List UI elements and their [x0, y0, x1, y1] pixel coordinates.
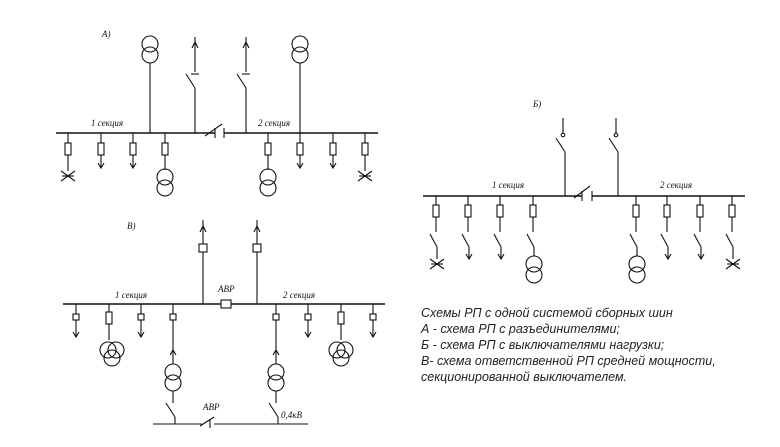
scheme-a-incoming-transformer-2 [291, 35, 309, 133]
scheme-v-feeder-transformer-2 [328, 304, 354, 367]
scheme-b-feeder-motor-2 [725, 196, 741, 270]
scheme-b: Б) 1 секция 2 секция [423, 99, 745, 284]
scheme-b-section-1-label: 1 секция [492, 180, 524, 190]
scheme-v-feeder-2 [137, 304, 145, 339]
scheme-a-feeder-motor-1 [60, 133, 76, 182]
scheme-b-section-2-label: 2 секция [660, 180, 692, 190]
scheme-a-feeder-transformer-2 [259, 133, 277, 197]
scheme-a-incoming-line-2 [236, 37, 250, 133]
scheme-b-incoming-line-1 [555, 118, 566, 196]
scheme-a: А) 1 секция 2 секция [56, 29, 378, 197]
scheme-v-lv-avr-label: АВР [202, 402, 220, 412]
scheme-v-feeder-1 [72, 304, 80, 339]
scheme-v-feeder-transformer-1 [99, 304, 125, 367]
scheme-b-feeder-4 [693, 196, 705, 261]
caption-line-v: В- схема ответственной РП средней мощнос… [421, 354, 716, 368]
scheme-a-section-disconnector [204, 123, 223, 137]
scheme-a-feeder-2 [129, 133, 137, 170]
scheme-a-label: А) [101, 29, 111, 39]
scheme-b-feeder-motor-1 [429, 196, 445, 270]
scheme-v-incoming-line-1 [198, 220, 208, 304]
scheme-a-feeder-transformer-1 [156, 133, 174, 197]
scheme-b-feeder-3 [660, 196, 672, 261]
scheme-v-voltage-label: 0,4кВ [281, 410, 302, 420]
scheme-v-lv-transformer-2 [267, 304, 285, 424]
caption-title: Схемы РП с одной системой сборных шин [421, 306, 673, 320]
scheme-v-section-2-label: 2 секция [283, 290, 315, 300]
scheme-a-feeder-1 [97, 133, 105, 170]
scheme-v-feeder-4 [369, 304, 377, 339]
scheme-a-section-1-label: 1 секция [91, 118, 123, 128]
caption-line-b: Б - схема РП с выключателями нагрузки; [421, 338, 665, 352]
scheme-a-feeder-4 [329, 133, 337, 170]
scheme-a-feeder-motor-2 [357, 133, 373, 182]
scheme-v-feeder-3 [304, 304, 312, 339]
scheme-b-label: Б) [532, 99, 541, 109]
scheme-v-section-1-label: 1 секция [115, 290, 147, 300]
scheme-v: В) АВР 1 секция 2 секция [63, 220, 385, 428]
scheme-a-feeder-3 [296, 133, 304, 170]
scheme-v-incoming-line-2 [252, 220, 262, 304]
caption-line-a: А - схема РП с разъединителями; [421, 322, 620, 336]
scheme-a-incoming-transformer-1 [141, 35, 159, 133]
diagram-caption: Схемы РП с одной системой сборных шин А … [421, 305, 771, 385]
scheme-b-incoming-line-2 [608, 118, 619, 196]
scheme-b-feeder-1 [461, 196, 473, 261]
scheme-v-lv-bus [153, 416, 308, 428]
scheme-b-feeder-transformer-2 [628, 196, 646, 284]
scheme-b-feeder-2 [493, 196, 505, 261]
scheme-v-avr-label: АВР [217, 284, 235, 294]
scheme-v-label: В) [127, 221, 136, 231]
caption-line-v-cont: секционированной выключателем. [421, 370, 628, 384]
scheme-b-feeder-transformer-1 [525, 196, 543, 284]
scheme-a-incoming-line-1 [185, 37, 199, 133]
scheme-v-lv-transformer-1 [164, 304, 182, 424]
scheme-v-section-breaker [220, 299, 232, 309]
scheme-a-section-2-label: 2 секция [258, 118, 290, 128]
